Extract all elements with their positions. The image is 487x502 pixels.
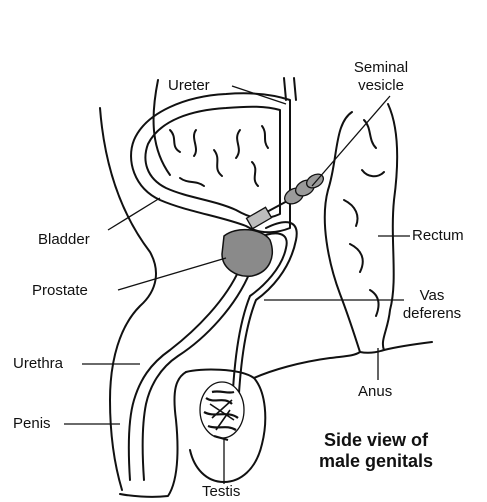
bladder-fold (180, 178, 204, 186)
label-vas-deferens-2: deferens (396, 306, 468, 322)
diagram-title-line1: Side view of (296, 430, 456, 450)
rectum-fold (362, 170, 384, 176)
diagram-title-line2: male genitals (296, 451, 456, 471)
label-urethra: Urethra (13, 356, 63, 372)
label-testis: Testis (202, 484, 240, 500)
label-seminal-vesicle-2: vesicle (348, 78, 414, 94)
rectum-inner (383, 104, 397, 350)
body-contour-left (100, 108, 156, 490)
leader-seminal-vesicle (312, 96, 390, 186)
label-penis: Penis (13, 416, 51, 432)
seminal-connector (246, 207, 271, 228)
perineum (254, 352, 360, 378)
label-anus: Anus (358, 384, 392, 400)
bladder-fold (194, 130, 196, 156)
rectum-outer (325, 112, 360, 352)
label-ureter: Ureter (168, 78, 210, 94)
leader-bladder (108, 198, 160, 230)
label-vas-deferens-1: Vas (396, 288, 468, 304)
leader-prostate (118, 258, 226, 290)
bladder-fold (262, 126, 268, 148)
label-bladder: Bladder (38, 232, 90, 248)
seminal-vesicle (282, 171, 326, 207)
rectum-fold (344, 200, 358, 226)
bladder-fold (252, 162, 258, 186)
bladder-fold (236, 130, 240, 158)
label-seminal-vesicle-1: Seminal (348, 60, 414, 76)
bladder-fold (170, 130, 180, 152)
label-rectum: Rectum (412, 228, 464, 244)
ureter-tube (284, 78, 296, 100)
prostate (222, 230, 272, 277)
rectum-fold (350, 244, 363, 272)
leader-ureter (232, 86, 286, 104)
bladder-fold (214, 150, 222, 176)
urethra-outer (129, 236, 240, 480)
testis (200, 382, 244, 440)
anus-outline (360, 342, 432, 353)
rectum-fold (370, 290, 378, 316)
label-prostate: Prostate (32, 283, 88, 299)
